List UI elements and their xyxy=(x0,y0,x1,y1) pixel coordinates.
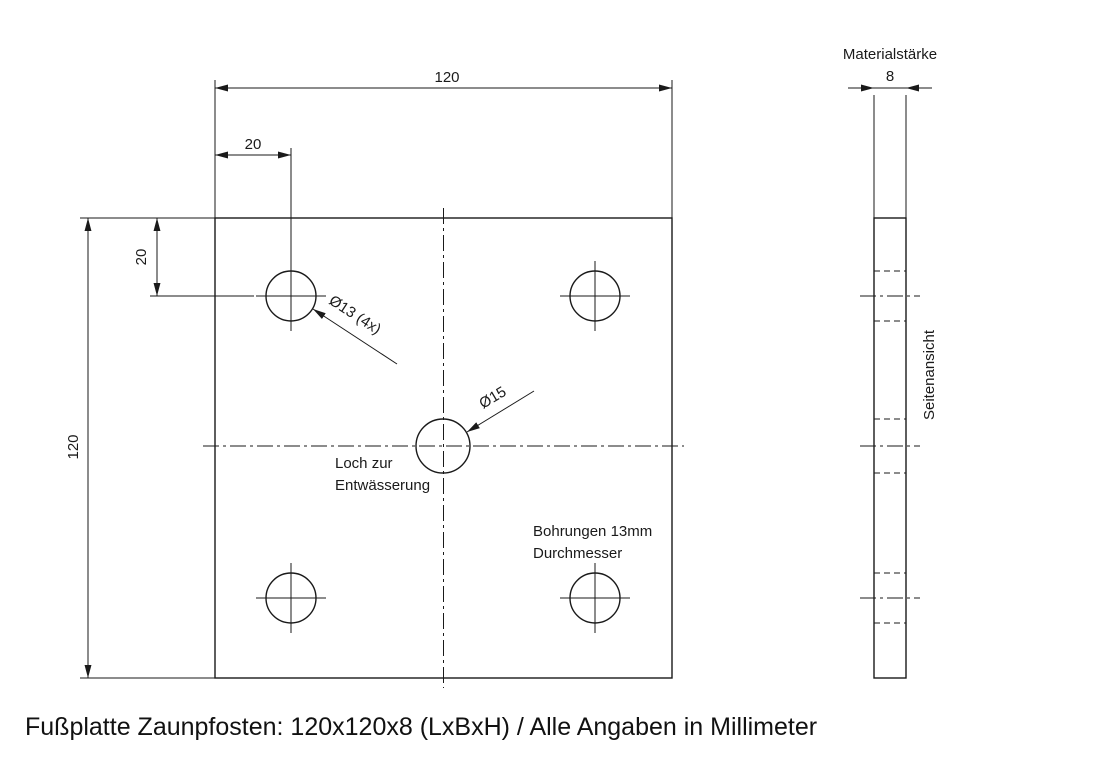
dimension-plate-height: 120 xyxy=(65,217,215,679)
side-hole-centerlines xyxy=(860,295,920,599)
side-hidden-hole-lines xyxy=(874,270,906,624)
dim-width-value: 120 xyxy=(434,69,459,86)
holes-note-line1: Bohrungen 13mm xyxy=(533,523,652,540)
bore-holes-note: Bohrungen 13mm Durchmesser xyxy=(533,523,652,562)
holes-note-line2: Durchmesser xyxy=(533,545,622,562)
front-view: 120 20 20 120 Ø13 (4x) Ø15 xyxy=(65,69,684,688)
dimension-plate-width: 120 xyxy=(214,69,673,218)
corner-hole-diameter-label: Ø13 (4x) xyxy=(326,292,384,338)
hole-center-drain xyxy=(415,418,471,474)
drawing-title: Fußplatte Zaunpfosten: 120x120x8 (LxBxH)… xyxy=(25,713,817,741)
side-profile-outline xyxy=(873,217,907,679)
side-view-header: Materialstärke xyxy=(843,46,937,63)
dim-hole-offset-y-value: 20 xyxy=(133,249,150,266)
dim-hole-offset-x-value: 20 xyxy=(245,136,262,153)
dimension-hole-offset-y: 20 xyxy=(133,218,254,297)
side-view-label: Seitenansicht xyxy=(921,329,938,420)
drain-note-line1: Loch zur xyxy=(335,455,393,472)
plate-centerlines xyxy=(203,208,684,688)
center-hole-diameter-label: Ø15 xyxy=(476,383,509,412)
dimension-hole-offset-x: 20 xyxy=(215,136,292,262)
leader-corner-hole-diameter: Ø13 (4x) xyxy=(312,292,398,365)
dim-height-value: 120 xyxy=(65,434,82,459)
drain-hole-note: Loch zur Entwässerung xyxy=(335,455,430,494)
leader-center-hole-diameter: Ø15 xyxy=(466,383,535,433)
drain-note-line2: Entwässerung xyxy=(335,477,430,494)
side-view: Materialstärke 8 Seitenansi xyxy=(843,46,938,679)
hole-crosshairs xyxy=(256,261,630,633)
dimension-thickness: 8 xyxy=(848,68,932,218)
dim-thickness-value: 8 xyxy=(886,68,894,85)
